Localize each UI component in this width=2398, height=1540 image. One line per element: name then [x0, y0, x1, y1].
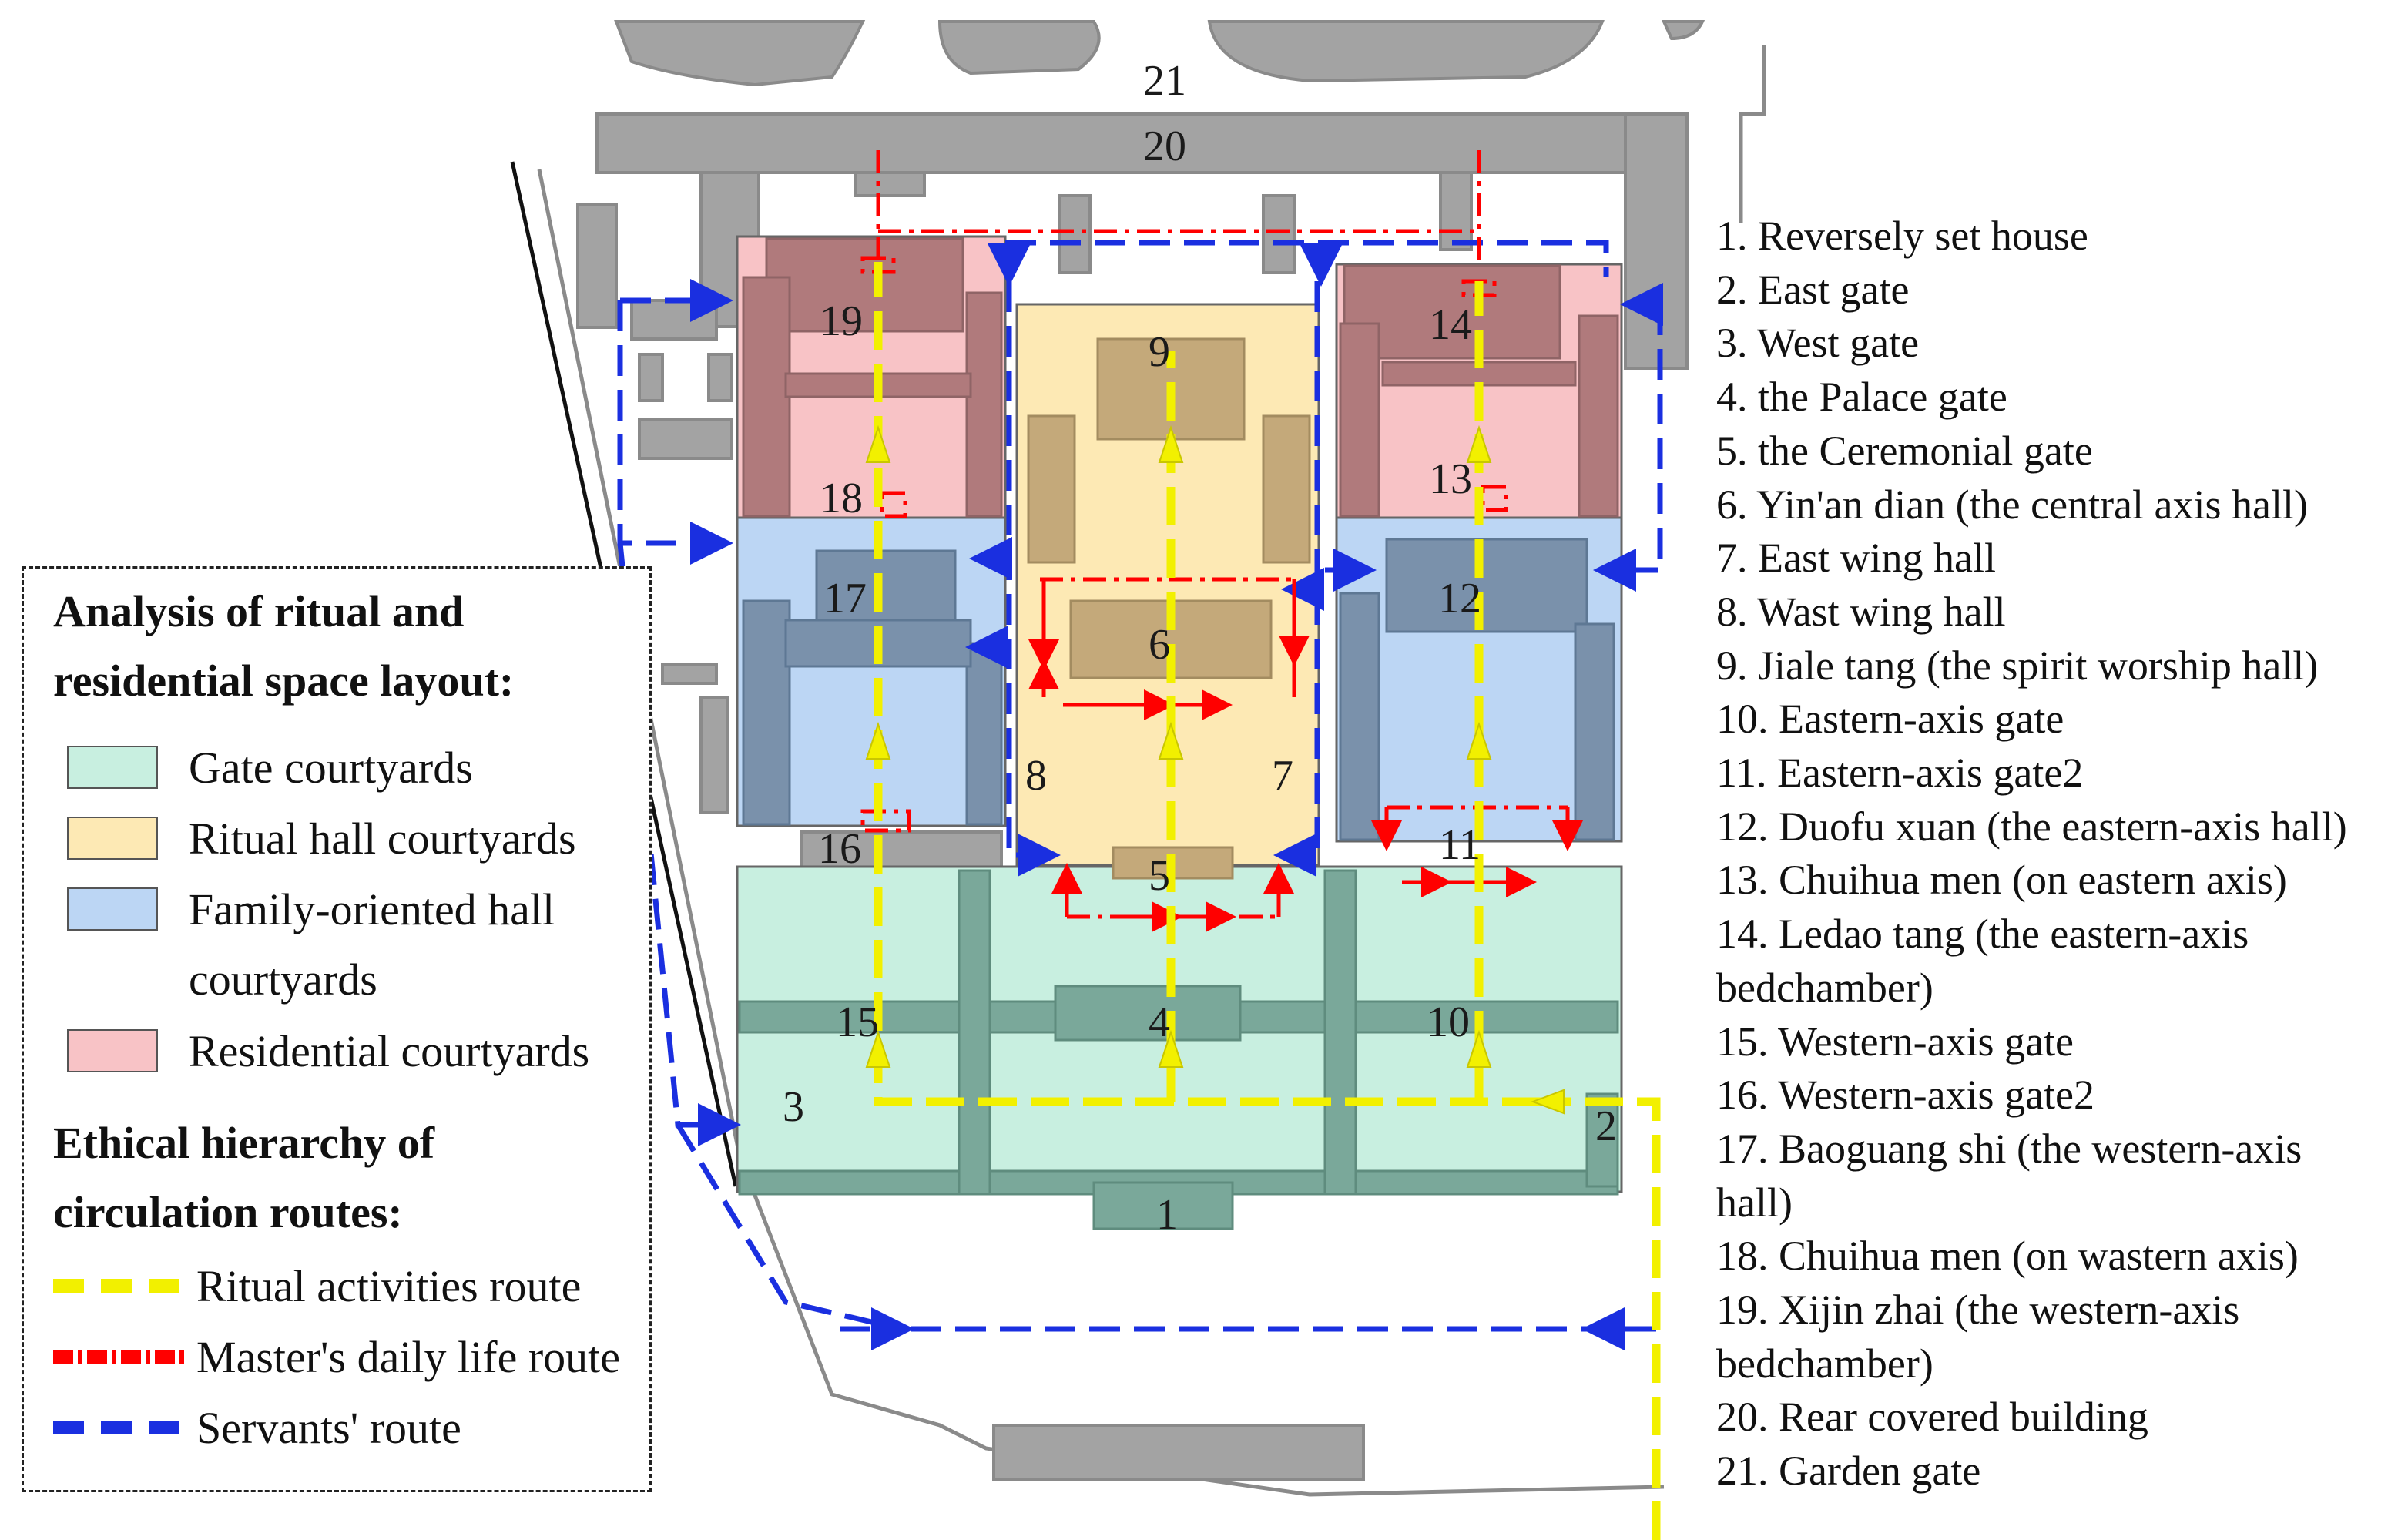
legend-title-line2: residential space layout: — [53, 656, 515, 706]
label-18: 18 — [820, 475, 863, 522]
legend-label-gate: Gate courtyards — [189, 742, 473, 793]
routes-title-line1: Ethical hierarchy of — [53, 1118, 435, 1168]
label-3: 3 — [783, 1083, 804, 1131]
buildings-gate — [738, 869, 1619, 1230]
legend-label-ritual: Ritual hall courtyards — [189, 813, 576, 864]
key-item: 11. Eastern-axis gate2 — [1716, 750, 2084, 797]
label-9: 9 — [1149, 328, 1170, 376]
key-item: bedchamber) — [1716, 1340, 1933, 1387]
ritual-swatch — [67, 817, 158, 860]
key-item: 14. Ledao tang (the eastern-axis — [1716, 911, 2249, 958]
key-item: 20. Rear covered building — [1716, 1394, 2148, 1441]
key-item: 16. Western-axis gate2 — [1716, 1072, 2095, 1119]
master-route-arrows — [1028, 579, 1583, 932]
legend-route-servants: Servants' route — [53, 1392, 461, 1463]
residential-swatch — [67, 1029, 158, 1072]
key-item: 5. the Ceremonial gate — [1716, 427, 2093, 474]
legend-item-residential: Residential courtyards — [67, 1015, 589, 1086]
key-item: 2. East gate — [1716, 266, 1910, 313]
gate-swatch — [67, 746, 158, 789]
label-6: 6 — [1149, 621, 1170, 669]
key-item: 15. Western-axis gate — [1716, 1018, 2074, 1065]
key-item: 12. Duofu xuan (the eastern-axis hall) — [1716, 803, 2347, 850]
legend-item-gate: Gate courtyards — [67, 732, 473, 803]
legend-title-line1: Analysis of ritual and — [53, 586, 465, 636]
key-item: 4. the Palace gate — [1716, 374, 2007, 421]
label-14: 14 — [1429, 301, 1472, 349]
label-13: 13 — [1429, 455, 1472, 503]
legend-panel: Analysis of ritual and residential space… — [22, 566, 652, 1492]
routes-title-line2: circulation routes: — [53, 1187, 403, 1237]
legend-route-master: Master's daily life route — [53, 1321, 620, 1392]
label-8: 8 — [1025, 752, 1047, 800]
key-item: 21. Garden gate — [1716, 1448, 1981, 1495]
key-item: 8. Wast wing hall — [1716, 588, 2006, 635]
yellow-dash-line-icon — [53, 1279, 189, 1293]
legend-label-family-cont: courtyards — [189, 955, 377, 1005]
label-1: 1 — [1156, 1191, 1178, 1239]
key-item: 9. Jiale tang (the spirit worship hall) — [1716, 642, 2319, 689]
label-4: 4 — [1149, 998, 1170, 1046]
label-7: 7 — [1272, 752, 1293, 800]
building-key-list: 1. Reversely set house 2. East gate 3. W… — [1716, 210, 2394, 1498]
family-swatch — [67, 887, 158, 931]
label-15: 15 — [836, 998, 879, 1046]
ritual-route-arrows — [865, 424, 1565, 1115]
label-11: 11 — [1439, 821, 1481, 869]
garden-area — [614, 20, 1705, 87]
legend-label-residential: Residential courtyards — [189, 1025, 590, 1076]
legend-route-label-servants: Servants' route — [196, 1402, 461, 1453]
key-item: 7. East wing hall — [1716, 535, 1996, 582]
plan-number-labels: 1 2 3 4 5 6 7 8 9 10 11 12 13 14 15 16 1… — [783, 57, 1617, 1239]
label-19: 19 — [820, 297, 863, 345]
legend-route-label-master: Master's daily life route — [196, 1331, 621, 1382]
key-item: 10. Eastern-axis gate — [1716, 696, 2064, 743]
legend-item-family: Family-oriented hall — [67, 874, 555, 944]
label-2: 2 — [1595, 1102, 1617, 1150]
label-5: 5 — [1149, 852, 1170, 900]
key-item: hall) — [1716, 1179, 1793, 1226]
key-item: 1. Reversely set house — [1716, 213, 2088, 259]
key-item: 3. West gate — [1716, 320, 1920, 367]
legend-route-label-ritual: Ritual activities route — [196, 1260, 582, 1311]
key-item: 6. Yin'an dian (the central axis hall) — [1716, 481, 2308, 528]
label-20: 20 — [1143, 122, 1186, 170]
key-item: 17. Baoguang shi (the western-axis — [1716, 1125, 2302, 1172]
label-10: 10 — [1427, 998, 1470, 1046]
key-item: 13. Chuihua men (on eastern axis) — [1716, 857, 2287, 904]
legend-item-ritual: Ritual hall courtyards — [67, 803, 576, 874]
buildings-family — [742, 538, 1615, 841]
label-21: 21 — [1143, 57, 1186, 105]
legend-route-ritual: Ritual activities route — [53, 1250, 581, 1321]
label-17: 17 — [823, 575, 867, 622]
blue-dash-line-icon — [53, 1421, 189, 1434]
red-dash-dot-line-icon — [53, 1350, 189, 1364]
label-16: 16 — [818, 825, 861, 873]
key-item: bedchamber) — [1716, 964, 1933, 1011]
key-item: 18. Chuihua men (on wastern axis) — [1716, 1233, 2299, 1280]
legend-label-family: Family-oriented hall — [189, 884, 555, 934]
key-item: 19. Xijin zhai (the western-axis — [1716, 1287, 2240, 1334]
label-12: 12 — [1438, 575, 1481, 622]
